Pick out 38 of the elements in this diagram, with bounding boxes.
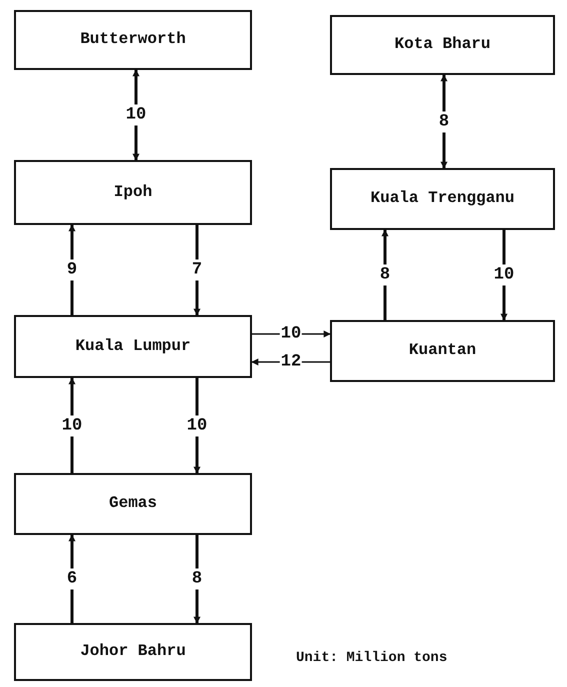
city-box [14,315,252,378]
arrow [68,377,76,473]
edge-label: 10 [186,415,208,436]
arrow [194,535,200,624]
edge-label: 9 [66,260,78,280]
city-name: Butterworth [80,30,186,50]
city-name: Kuala Trengganu [370,189,515,209]
city-box [330,15,555,75]
arrow [68,534,76,623]
arrow [440,74,448,169]
edge-label: 6 [66,568,78,590]
edge-label: 8 [378,264,392,286]
city-box [14,623,252,681]
city-box [330,168,555,230]
edge-label: 8 [190,568,204,590]
edge-label: 10 [492,264,516,286]
arrow [500,230,508,321]
city-box [14,473,252,535]
arrow [382,229,388,320]
arrow [194,378,200,474]
city-name: Kuantan [408,341,476,361]
city-name: Johor Bahru [80,642,186,662]
city-name: Gemas [108,494,157,514]
unit-note: Unit: Million tons [296,650,448,666]
edge-label: 8 [438,111,450,132]
edge-label: 10 [60,415,84,436]
city-box [14,160,252,225]
city-name: Kota Bharu [394,35,490,55]
edge-label: 10 [124,104,148,126]
arrow [252,330,331,338]
edge-label: 7 [190,260,204,280]
arrow [68,224,76,315]
arrow [251,358,330,366]
city-name: Kuala Lumpur [75,336,191,356]
city-box [330,320,555,382]
arrow [132,69,140,161]
city-box [14,10,252,70]
city-name: Ipoh [114,182,152,202]
